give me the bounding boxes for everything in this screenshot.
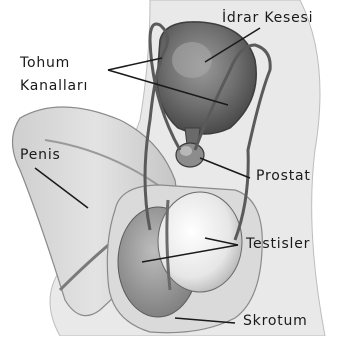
label-ducts-line1: Tohum (20, 55, 70, 72)
label-ducts-line2: Kanalları (20, 78, 88, 95)
label-prostate: Prostat (256, 168, 311, 185)
testis-right (158, 192, 242, 292)
bladder-highlight (172, 42, 212, 78)
label-bladder: İdrar Kesesi (222, 10, 313, 27)
label-penis: Penis (20, 147, 61, 164)
label-testes: Testisler (246, 236, 310, 253)
prostate-shape (176, 143, 204, 167)
label-scrotum: Skrotum (243, 313, 308, 330)
